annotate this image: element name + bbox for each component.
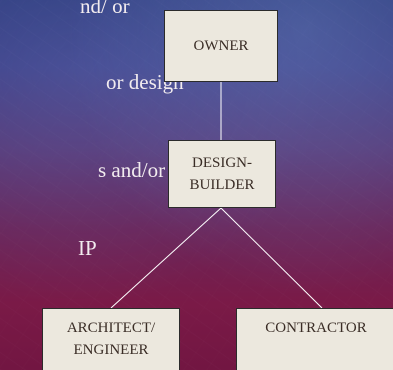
- design-builder-box: DESIGN- BUILDER: [168, 140, 276, 208]
- owner-box: OWNER: [164, 10, 278, 82]
- slide-text-line-1: nd/ or: [80, 0, 130, 18]
- design-builder-label: DESIGN- BUILDER: [189, 155, 255, 193]
- contractor-label: CONTRACTOR: [265, 320, 367, 336]
- design-builder-to-contractor-line: [220, 207, 323, 309]
- owner-label: OWNER: [193, 38, 249, 54]
- design-builder-to-architect-line: [110, 207, 222, 309]
- architect-engineer-box: ARCHITECT/ ENGINEER: [42, 308, 180, 370]
- contractor-box: CONTRACTOR: [236, 308, 393, 370]
- slide-text-line-4: IP: [78, 236, 97, 260]
- slide-text-line-3: s and/or: [98, 158, 166, 182]
- architect-engineer-label: ARCHITECT/ ENGINEER: [66, 320, 156, 358]
